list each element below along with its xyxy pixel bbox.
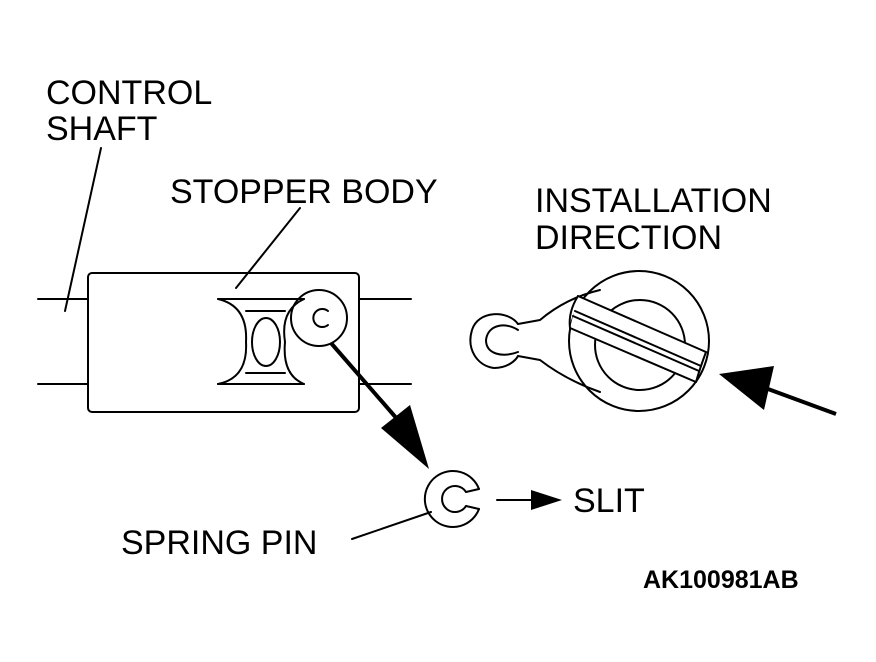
pin-direction-arrow [329,341,429,469]
stopper-body-label: STOPPER BODY [170,173,438,211]
control-shaft-label: CONTROL SHAFT [46,74,220,148]
installation-direction-label: INSTALLATION DIRECTION [535,182,781,257]
spring-pin [423,470,480,528]
slit-arrow [496,490,562,510]
control-shaft-leader [64,147,102,312]
spring-pin-leader [351,511,432,540]
stopper-body-leader [235,207,301,289]
installation-view-stopper [469,270,710,412]
installation-direction-arrow [719,366,837,416]
figure-code: AK100981AB [643,566,799,594]
seated-spring-pin [290,289,348,347]
spring-pin-label: SPRING PIN [121,524,317,562]
stopper-body [87,272,360,413]
stopper-bore [217,298,305,385]
slit-label: SLIT [573,482,645,520]
